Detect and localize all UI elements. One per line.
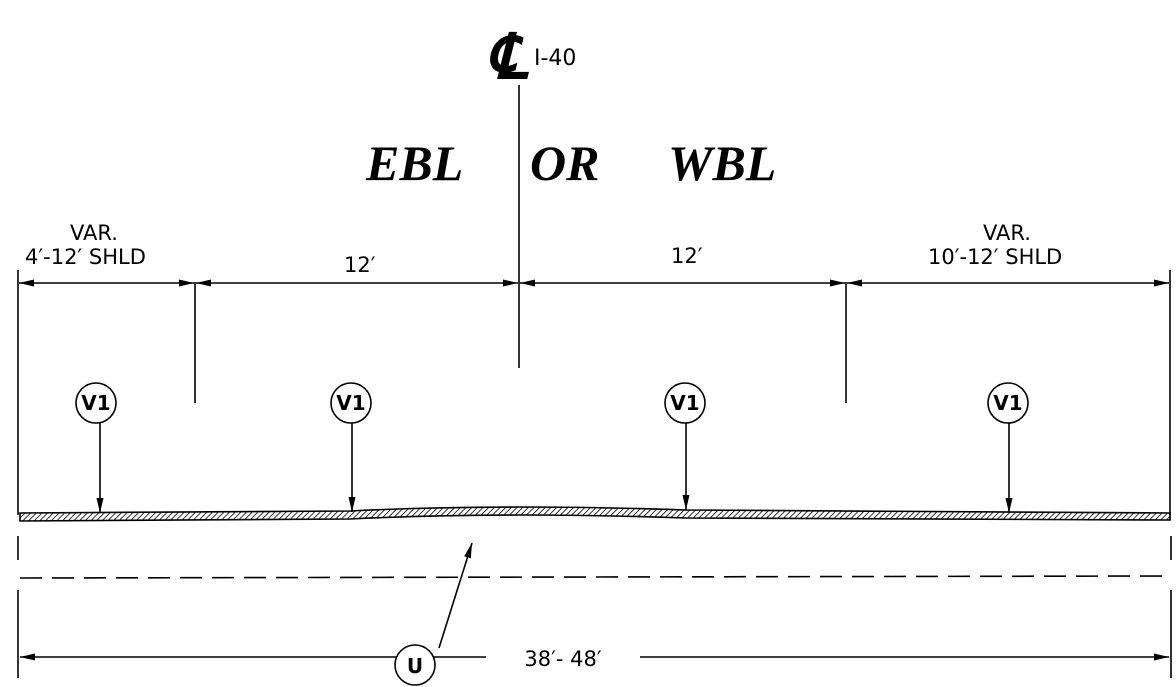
left-shoulder-var-label: VAR. [70, 221, 118, 245]
title-or: OR [530, 135, 599, 191]
v1-callout-1: V1 [75, 382, 117, 513]
v1-callout-3-label: V1 [670, 391, 699, 415]
title-ebl: EBL [365, 135, 463, 191]
subgrade-dashed-line [19, 575, 1171, 579]
v1-callout-2-label: V1 [336, 391, 365, 415]
u-callout-label: U [407, 654, 423, 678]
v1-callout-2: V1 [330, 382, 372, 512]
title-wbl: WBL [668, 135, 776, 191]
pavement-surface-layer [19, 506, 1171, 522]
v1-callout-4-label: V1 [993, 391, 1022, 415]
direction-title: EBL OR WBL [365, 135, 776, 191]
v1-callout-4: V1 [987, 382, 1029, 513]
total-width-dimension: 38′- 48′ [20, 647, 1169, 671]
centerline-symbol: ℄ [487, 24, 530, 92]
right-shoulder-var-label: VAR. [983, 221, 1031, 245]
left-shoulder-width-label: 4′-12′ SHLD [25, 245, 146, 269]
v1-callout-3: V1 [664, 382, 706, 510]
lane-right-width-label: 12′ [671, 244, 703, 268]
centerline-label: ℄ I-40 [487, 24, 576, 92]
centerline-route: I-40 [534, 46, 576, 71]
v1-callout-1-label: V1 [81, 391, 110, 415]
lane-left-width-label: 12′ [344, 253, 376, 277]
total-width-label: 38′- 48′ [524, 647, 601, 671]
u-callout: U [394, 542, 473, 686]
right-shoulder-width-label: 10′-12′ SHLD [928, 245, 1062, 269]
